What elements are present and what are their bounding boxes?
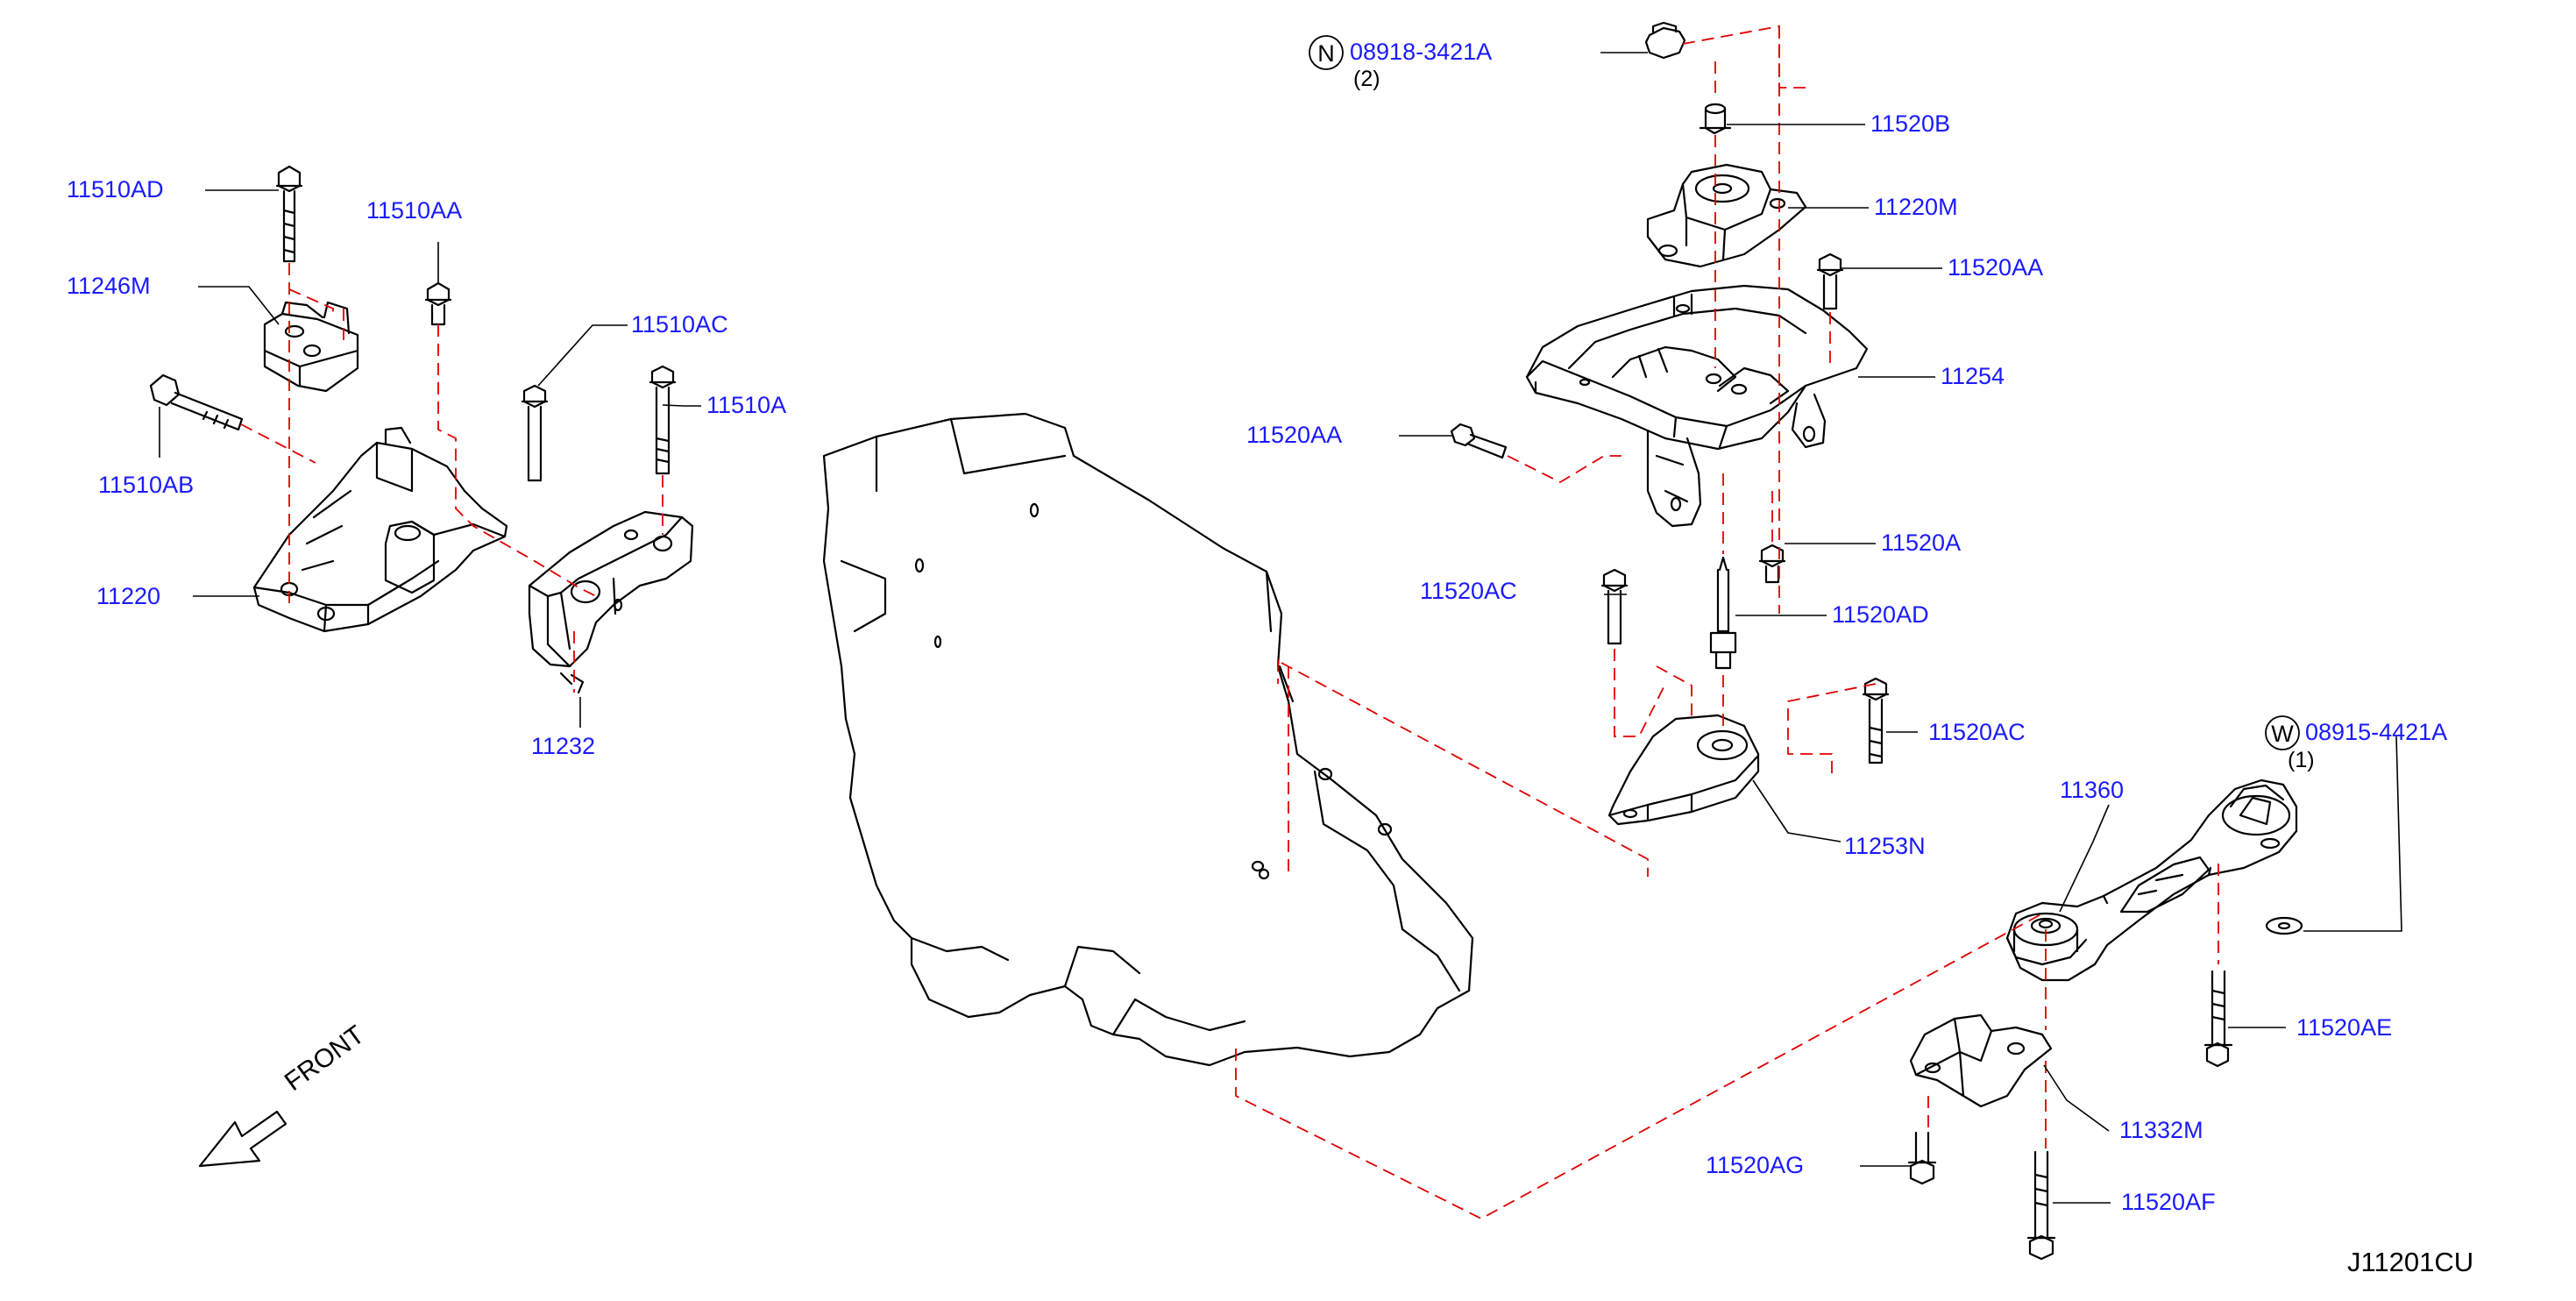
- bolt-11510AA: [424, 281, 452, 326]
- label-11220M[interactable]: 11220M: [1874, 194, 1958, 220]
- label-11254[interactable]: 11254: [1941, 363, 2005, 389]
- diagram-code: J11201CU: [2347, 1247, 2474, 1277]
- qty-08918-3421A: (2): [1353, 67, 1380, 91]
- label-11510A[interactable]: 11510A: [706, 392, 787, 418]
- bolt-11520AE: [2203, 970, 2233, 1068]
- qty-08915-4421A: (1): [2288, 748, 2315, 772]
- label-11232[interactable]: 11232: [531, 733, 596, 759]
- bolt-11510A: [649, 365, 677, 475]
- bolt-11510AB: [149, 373, 244, 431]
- label-11520AE[interactable]: 11520AE: [2296, 1014, 2393, 1041]
- label-11332M[interactable]: 11332M: [2119, 1117, 2203, 1143]
- lower-mount-group: [1907, 778, 2303, 1261]
- label-11520AC-lower[interactable]: 11520AC: [1928, 719, 2026, 745]
- label-08918-3421A[interactable]: 08918-3421A: [1350, 39, 1493, 65]
- label-11360[interactable]: 11360: [2060, 777, 2125, 803]
- assembly-centerlines: [240, 25, 2219, 1220]
- collar-11520B: [1699, 103, 1732, 135]
- mount-11220: [252, 426, 508, 633]
- bolt-11520A: [1758, 544, 1786, 584]
- bolt-11510AC: [521, 384, 549, 482]
- label-11510AB[interactable]: 11510AB: [98, 472, 195, 498]
- label-11246M[interactable]: 11246M: [67, 273, 151, 299]
- label-11510AD[interactable]: 11510AD: [67, 176, 164, 203]
- bolt-11510AD: [275, 165, 303, 263]
- bolt-11520AA-upper: [1816, 252, 1844, 310]
- bracket-11232: [528, 510, 694, 694]
- bolt-11520AG: [1907, 1131, 1937, 1185]
- torque-rod-11360: [2005, 778, 2298, 982]
- label-08915-4421A[interactable]: 08915-4421A: [2305, 719, 2448, 745]
- label-11253N[interactable]: 11253N: [1844, 833, 1926, 859]
- washer-symbol-icon: W: [2265, 715, 2300, 750]
- label-11520AD[interactable]: 11520AD: [1832, 601, 1929, 628]
- washer-symbol-letter: W: [2271, 721, 2294, 747]
- bolt-11520AA-left: [1450, 423, 1508, 459]
- mount-11220M: [1646, 163, 1807, 268]
- bracket-11332M: [1909, 1013, 2053, 1108]
- upper-mount-group: [1450, 21, 1890, 826]
- bracket-11254: [1525, 284, 1869, 528]
- bracket-11246M: [263, 301, 359, 393]
- nut-symbol-letter: N: [1317, 40, 1335, 67]
- nut-08918-3421A: [1644, 21, 1686, 60]
- leader-lines: [159, 52, 2402, 1204]
- left-mount-group: [149, 165, 694, 694]
- stud-11520AD: [1709, 556, 1737, 670]
- front-arrow-icon: [198, 1110, 287, 1168]
- label-11520A[interactable]: 11520A: [1881, 530, 1962, 556]
- bolt-11520AC-lower: [1862, 677, 1890, 764]
- nut-symbol-icon: N: [1309, 35, 1344, 70]
- label-11510AA[interactable]: 11510AA: [366, 197, 463, 224]
- label-11520AA-upper[interactable]: 11520AA: [1948, 254, 2044, 281]
- engine-block: [822, 412, 1474, 1067]
- label-11520AC-upper[interactable]: 11520AC: [1420, 578, 1517, 604]
- washer-08915-4421A: [2265, 916, 2303, 935]
- label-11220[interactable]: 11220: [96, 583, 161, 609]
- bolt-11520AF: [2026, 1150, 2056, 1261]
- label-11520AA-left[interactable]: 11520AA: [1246, 422, 1343, 448]
- label-11520AF[interactable]: 11520AF: [2121, 1189, 2216, 1215]
- bracket-11253N: [1607, 714, 1760, 826]
- bolt-11520AC-upper: [1600, 568, 1629, 645]
- label-11520AG[interactable]: 11520AG: [1706, 1152, 1805, 1178]
- label-11520B[interactable]: 11520B: [1870, 110, 1951, 137]
- label-11510AC[interactable]: 11510AC: [631, 311, 728, 338]
